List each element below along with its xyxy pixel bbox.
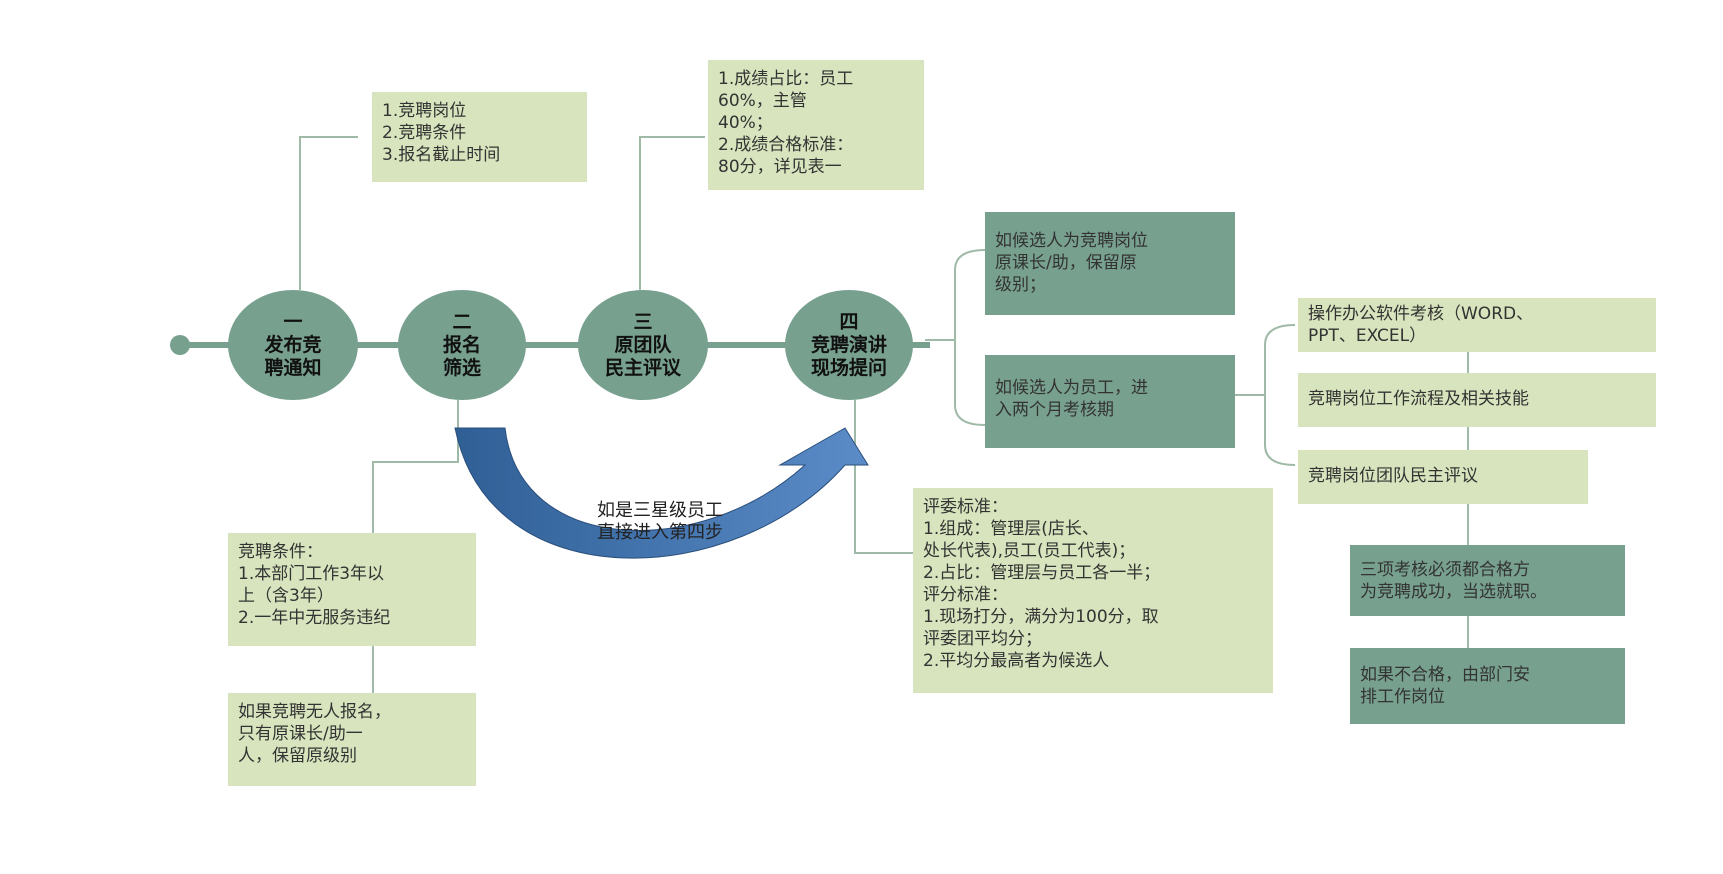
judges-box: 评委标准： 1.组成：管理层(店长、 处长代表),员工(员工代表)； 2.占比：… — [913, 488, 1273, 693]
notice-contents-box: 1.竞聘岗位 2.竞聘条件 3.报名截止时间 — [372, 92, 587, 182]
step-3-team-review: 三 原团队 民主评议 — [578, 290, 708, 400]
candidate-manager-box: 如候选人为竞聘岗位 原课长/助，保留原 级别； — [985, 212, 1235, 315]
step-1-publish-notice: 一 发布竞 聘通知 — [228, 290, 358, 400]
skip-arrow — [454, 427, 869, 559]
fail-box: 如果不合格，由部门安 排工作岗位 — [1350, 648, 1625, 724]
assessment-office-box: 操作办公软件考核（WORD、 PPT、EXCEL） — [1298, 298, 1656, 352]
no-applicant-box: 如果竞聘无人报名， 只有原课长/助一 人，保留原级别 — [228, 693, 476, 786]
connector-step3-rules — [639, 136, 705, 290]
connector-step1-notice — [299, 136, 358, 290]
connector-step4-judges — [854, 400, 913, 554]
step-2-registration-screening: 二 报名 筛选 — [398, 290, 526, 400]
assessment-process-box: 竞聘岗位工作流程及相关技能 — [1298, 373, 1656, 427]
connector-step2-conditions — [372, 400, 459, 533]
bracket-staff — [1264, 324, 1296, 466]
assessment-team-box: 竞聘岗位团队民主评议 — [1298, 450, 1588, 504]
vote-rules-box: 1.成绩占比：员工 60%，主管 40%； 2.成绩合格标准： 80分，详见表一 — [708, 60, 924, 190]
step-4-speech-qa: 四 竞聘演讲 现场提问 — [785, 290, 913, 400]
skip-arrow-note: 如是三星级员工 直接进入第四步 — [597, 500, 723, 543]
pass-all-box: 三项考核必须都合格方 为竞聘成功，当选就职。 — [1350, 545, 1625, 616]
conditions-box: 竞聘条件： 1.本部门工作3年以 上（含3年） 2.一年中无服务违纪 — [228, 533, 476, 646]
candidate-staff-box: 如候选人为员工，进 入两个月考核期 — [985, 355, 1235, 448]
bracket-step4 — [954, 249, 986, 426]
